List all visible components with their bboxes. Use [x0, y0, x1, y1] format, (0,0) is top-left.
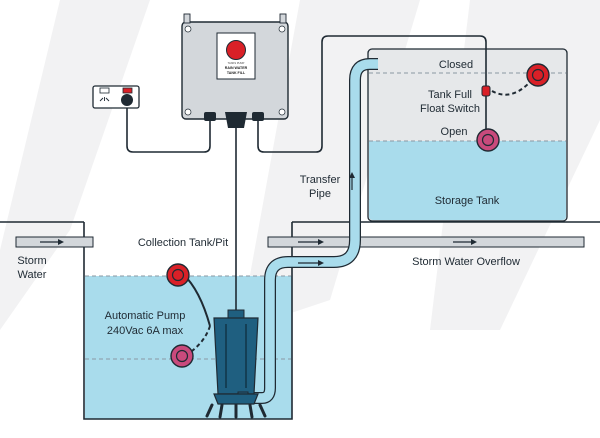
open-level-label: Open — [441, 126, 468, 138]
overflow-pipe — [267, 236, 585, 248]
power-outlet — [92, 85, 140, 109]
storm-water-inlet-pipe — [15, 236, 94, 248]
storage-tank — [367, 48, 568, 222]
transfer-pipe-label-line1: Transfer — [300, 174, 341, 186]
collection-tank-label: Collection Tank/Pit — [138, 237, 228, 249]
float-switch-label-line1: Tank Full — [428, 89, 472, 101]
pump — [205, 309, 267, 419]
control-box: TANKS PUMP RAIN WATER TANK FILL — [181, 13, 289, 128]
closed-level-label: Closed — [439, 59, 473, 71]
pump-float-switch — [166, 263, 211, 368]
storm-water-label-line2: Water — [18, 269, 47, 281]
tank-full-float-switch — [476, 63, 550, 152]
float-switch-label-line2: Float Switch — [420, 103, 480, 115]
storage-tank-label: Storage Tank — [435, 195, 500, 207]
pump-label-line2: 240Vac 6A max — [107, 325, 184, 337]
control-panel-label-3: TANK FILL — [227, 71, 246, 75]
transfer-pipe-label-line2: Pipe — [309, 188, 331, 200]
labels: Storm Water Collection Tank/Pit Automati… — [17, 59, 520, 337]
cables — [126, 35, 487, 312]
control-panel-label-2: RAIN WATER — [225, 66, 248, 70]
pump-label-line1: Automatic Pump — [105, 310, 186, 322]
transfer-pipe — [244, 58, 378, 404]
control-panel-label-1: TANKS PUMP — [228, 61, 245, 65]
storm-overflow-label: Storm Water Overflow — [412, 256, 520, 268]
storm-water-label-line1: Storm — [17, 255, 46, 267]
